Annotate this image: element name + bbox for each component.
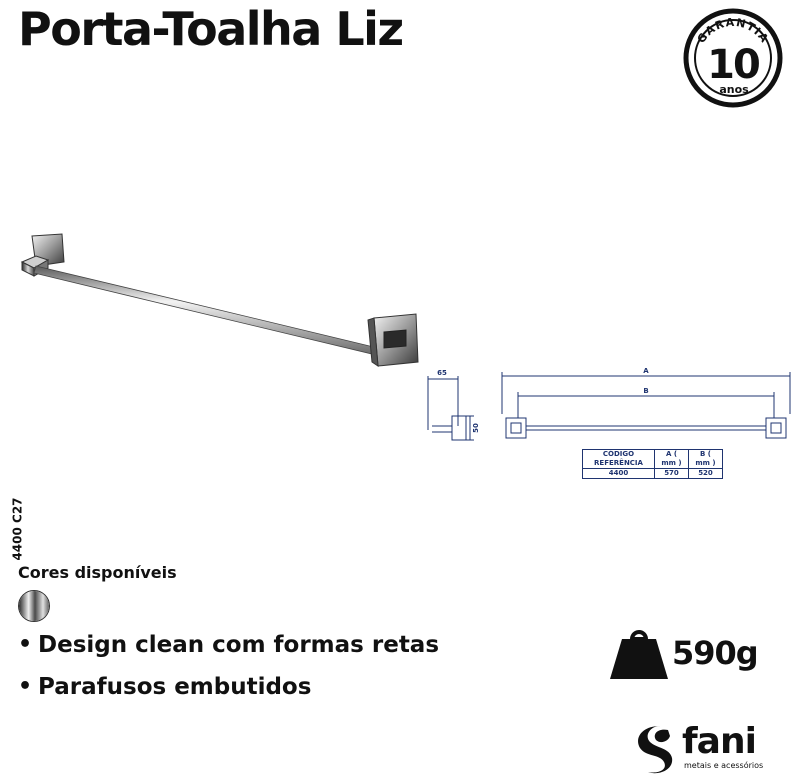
list-item: •Design clean com formas retas — [18, 624, 439, 666]
table-row: 4400 570 520 — [582, 468, 723, 479]
front-view-drawing: A B — [501, 367, 791, 439]
dimensions-table: CÓDIGO REFERÊNCIA A ( mm ) B ( mm ) 4400… — [582, 449, 723, 479]
warranty-seal: GARANTIA 10 anos — [683, 8, 783, 108]
chrome-color-swatch — [18, 590, 50, 622]
dimension-b-label: B — [643, 387, 648, 395]
table-header-a: A ( mm ) — [654, 449, 689, 469]
bullet-icon: • — [18, 632, 33, 657]
brand-logo: fani metais e acessórios — [630, 724, 763, 774]
brand-tagline: metais e acessórios — [684, 761, 764, 770]
table-cell-code: 4400 — [582, 468, 655, 479]
table-header-code: CÓDIGO REFERÊNCIA — [582, 449, 655, 469]
feature-text: Design clean com formas retas — [38, 632, 440, 658]
table-header-b: B ( mm ) — [688, 449, 723, 469]
brand-name: fani — [682, 721, 757, 762]
weight-info: 590g — [608, 625, 759, 681]
weight-value: 590g — [672, 634, 759, 672]
model-code: 4400 C27 — [10, 497, 25, 561]
side-view-drawing: 65 50 — [427, 369, 480, 441]
features-list: •Design clean com formas retas •Parafuso… — [18, 624, 439, 708]
table-cell-b: 520 — [688, 468, 723, 479]
list-item: •Parafusos embutidos — [18, 666, 439, 708]
towel-bar-image — [20, 233, 419, 367]
bullet-icon: • — [18, 674, 33, 699]
colors-label: Cores disponíveis — [18, 563, 177, 582]
weight-icon — [610, 630, 668, 679]
depth-dimension: 65 — [437, 369, 447, 377]
fani-logo-icon — [638, 726, 673, 774]
feature-text: Parafusos embutidos — [38, 674, 312, 700]
warranty-unit: anos — [719, 83, 749, 96]
warranty-years: 10 — [707, 42, 759, 88]
height-dimension: 50 — [472, 423, 480, 433]
table-cell-a: 570 — [654, 468, 689, 479]
page-title: Porta-Toalha Liz — [18, 2, 404, 56]
dimension-a-label: A — [643, 367, 649, 375]
